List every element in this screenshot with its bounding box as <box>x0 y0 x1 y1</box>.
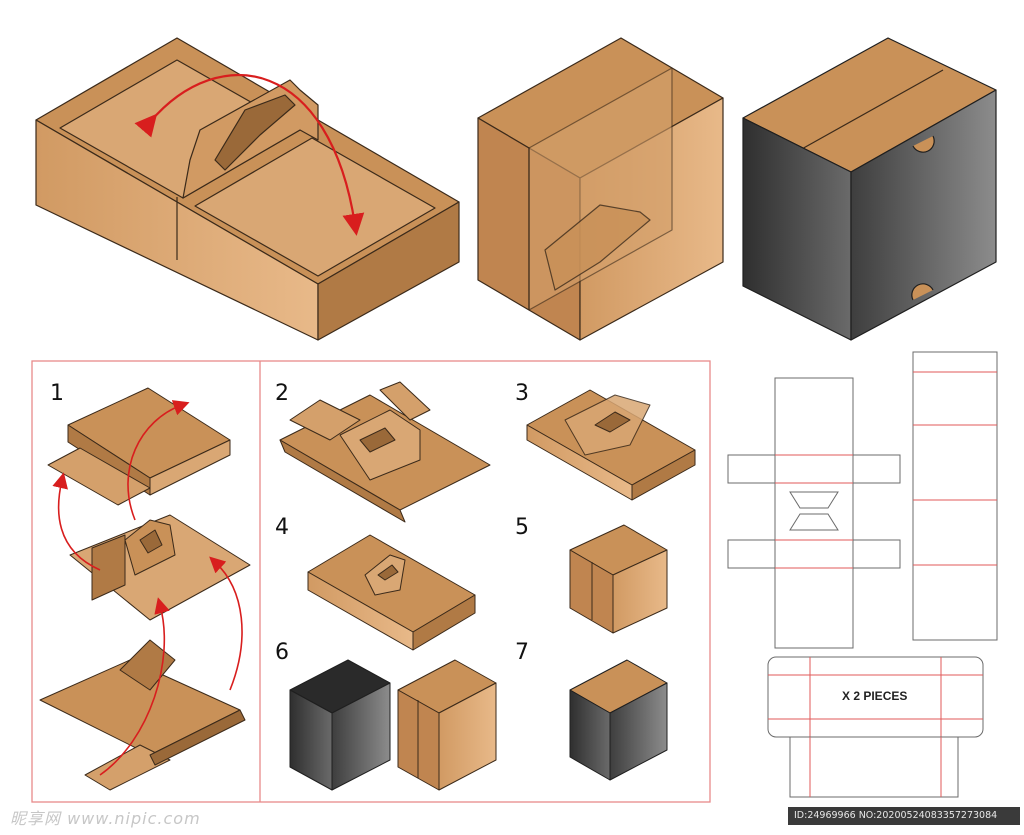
step-2-folding-tray <box>279 381 491 523</box>
step-number-2: 2 <box>275 381 289 406</box>
box-with-grey-lid <box>742 37 997 341</box>
dieline-lid <box>767 656 984 798</box>
step-7-final-box <box>569 659 668 781</box>
dieline-tray <box>727 377 901 649</box>
step-1-flat-top-part <box>47 387 231 506</box>
step-5-closed-box <box>569 524 668 634</box>
step-number-1: 1 <box>50 381 64 406</box>
fold-arrow-top <box>134 74 365 236</box>
step-number-5: 5 <box>515 515 529 540</box>
step-number-7: 7 <box>515 640 529 665</box>
lid-pieces-label: X 2 PIECES <box>842 689 908 703</box>
step-1-arrow-c <box>99 597 170 776</box>
dieline-sleeve <box>912 351 998 641</box>
step-number-3: 3 <box>515 381 529 406</box>
step-1-arrow-a <box>52 472 101 571</box>
step-1-arrow-b <box>127 400 190 521</box>
step-1-arrow-d <box>209 556 243 691</box>
open-tray-with-handle <box>35 37 460 341</box>
step-6-grey-lid <box>289 659 391 791</box>
closed-kraft-box <box>477 37 724 341</box>
step-1-handle-insert <box>69 514 251 621</box>
step-4-assembled-tray <box>307 534 476 651</box>
step-number-4: 4 <box>275 515 289 540</box>
step-6-kraft-box <box>397 659 497 791</box>
step-number-6: 6 <box>275 640 289 665</box>
instruction-panel-border <box>31 360 711 803</box>
watermark-id-text: ID:24969966 NO:20200524083357273084 <box>794 810 998 821</box>
step-1-base-tray-unfolded <box>39 639 246 791</box>
watermark-left: 昵享网 www.nipic.com <box>10 809 201 828</box>
watermark-id-bar: ID:24969966 NO:20200524083357273084 <box>788 807 1020 825</box>
step-3-handle-insertion <box>526 389 696 501</box>
